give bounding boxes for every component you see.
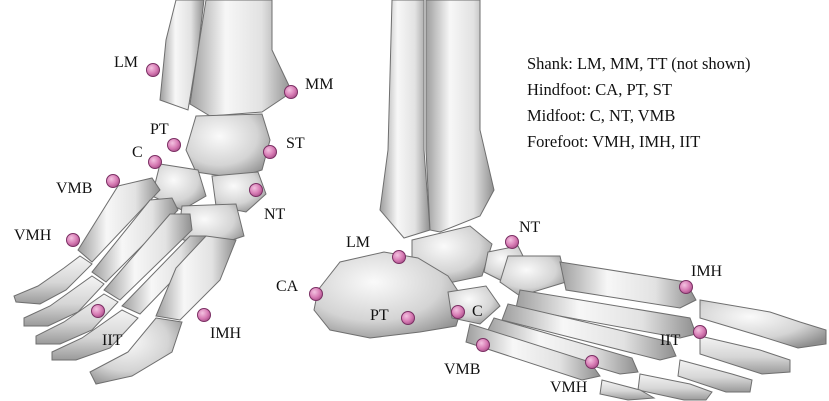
left-talus-bone xyxy=(186,114,270,178)
left-marker-pt xyxy=(168,139,181,152)
right-cuneiform-bones xyxy=(500,256,566,296)
right-tibia-bone xyxy=(426,0,494,232)
left-marker-imh xyxy=(198,309,211,322)
right-label-c: C xyxy=(472,303,483,320)
right-marker-nt xyxy=(506,236,519,249)
left-marker-c xyxy=(149,156,162,169)
left-label-nt: NT xyxy=(264,206,286,223)
right-marker-imh xyxy=(680,281,693,294)
right-label-vmh: VMH xyxy=(550,379,588,396)
left-marker-vmb xyxy=(107,175,120,188)
left-label-pt: PT xyxy=(150,121,169,138)
left-marker-vmh xyxy=(67,234,80,247)
left-label-c: C xyxy=(132,144,143,161)
marker-legend: Shank: LM, MM, TT (not shown) Hindfoot: … xyxy=(527,54,751,151)
left-label-vmh: VMH xyxy=(14,227,52,244)
left-marker-lm xyxy=(147,64,160,77)
right-label-nt: NT xyxy=(519,219,541,236)
right-label-lm: LM xyxy=(346,234,370,251)
left-label-st: ST xyxy=(286,135,305,152)
left-label-imh: IMH xyxy=(210,325,242,342)
left-marker-nt xyxy=(250,184,263,197)
right-marker-c xyxy=(452,306,465,319)
legend-forefoot: Forefoot: VMH, IMH, IIT xyxy=(527,132,700,151)
left-label-vmb: VMB xyxy=(56,180,92,197)
left-label-iit: IIT xyxy=(102,332,123,349)
right-label-iit: IIT xyxy=(660,332,681,349)
right-label-pt: PT xyxy=(370,307,389,324)
right-marker-ca xyxy=(310,288,323,301)
right-fibula-bone xyxy=(380,0,430,238)
right-marker-lm xyxy=(393,251,406,264)
right-marker-pt xyxy=(402,312,415,325)
legend-shank: Shank: LM, MM, TT (not shown) xyxy=(527,54,751,73)
right-marker-iit xyxy=(694,326,707,339)
right-marker-vmh xyxy=(586,356,599,369)
right-label-vmb: VMB xyxy=(444,361,480,378)
legend-hindfoot: Hindfoot: CA, PT, ST xyxy=(527,80,672,99)
right-label-imh: IMH xyxy=(691,263,723,280)
legend-midfoot: Midfoot: C, NT, VMB xyxy=(527,106,675,125)
left-marker-st xyxy=(264,146,277,159)
left-label-mm: MM xyxy=(305,76,333,93)
left-marker-iit xyxy=(92,305,105,318)
right-label-ca: CA xyxy=(276,278,299,295)
left-label-lm: LM xyxy=(114,54,138,71)
left-tibia-bone xyxy=(190,0,292,116)
right-marker-vmb xyxy=(477,339,490,352)
left-marker-mm xyxy=(285,86,298,99)
